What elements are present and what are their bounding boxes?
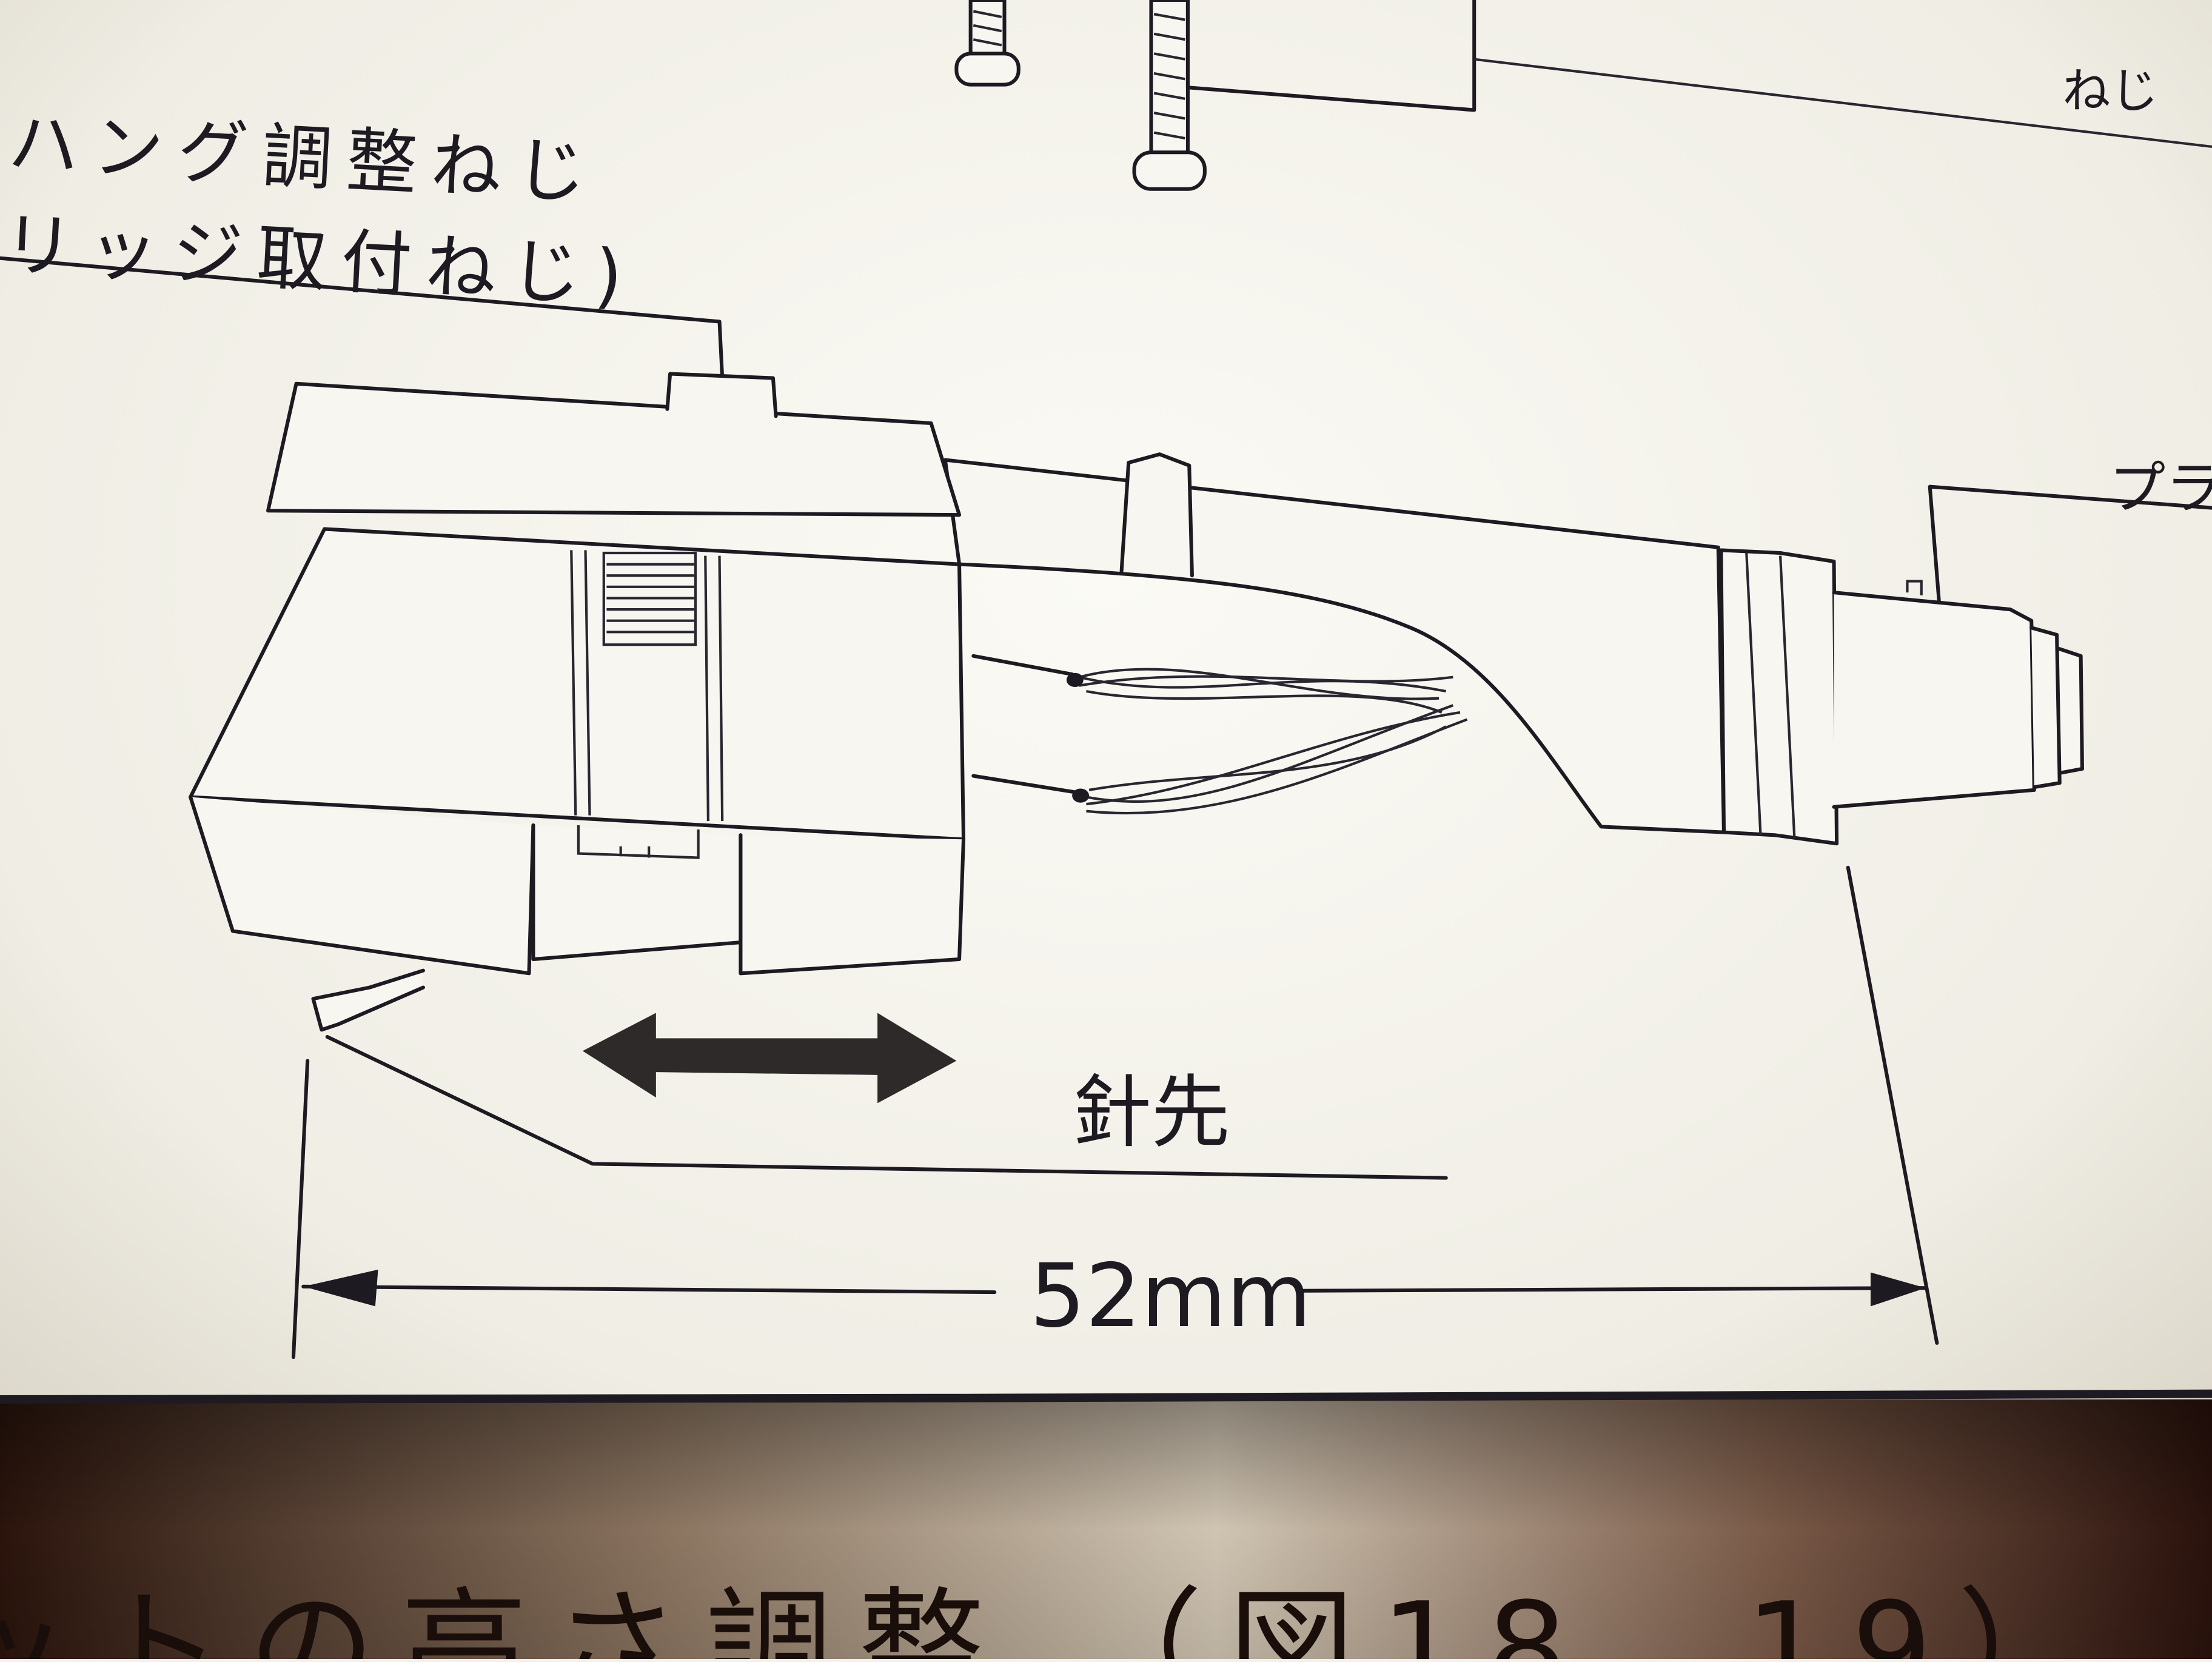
label-screw: ねじ <box>2062 63 2158 119</box>
leader-line-overhang <box>0 256 725 380</box>
section-heading: ットの高さ調整 （図18、19） <box>0 1576 2110 1659</box>
screw-short <box>954 0 1021 87</box>
section-divider <box>0 1389 2212 1404</box>
dimension-52mm: 52mm <box>291 865 1939 1359</box>
part-outline-top <box>1185 0 1476 112</box>
collar <box>1719 548 1839 846</box>
leader-line-stylus <box>325 1034 1448 1180</box>
headshell <box>943 452 2084 846</box>
finger-lift <box>1119 452 1194 578</box>
label-plug: プラ <box>2109 456 2212 521</box>
stylus <box>311 968 425 1032</box>
overhang-screw-head <box>665 372 778 418</box>
screw-long <box>1132 0 1207 191</box>
lead-wires <box>971 654 1468 815</box>
leader-line-screw <box>1473 58 2212 149</box>
connector <box>1832 591 2036 809</box>
label-stylus-tip: 針先 <box>1072 1067 1230 1159</box>
adjust-direction-arrow <box>582 1013 957 1104</box>
cartridge <box>189 372 966 1032</box>
top-plate <box>266 381 962 517</box>
dimension-label: 52mm <box>1030 1245 1312 1347</box>
